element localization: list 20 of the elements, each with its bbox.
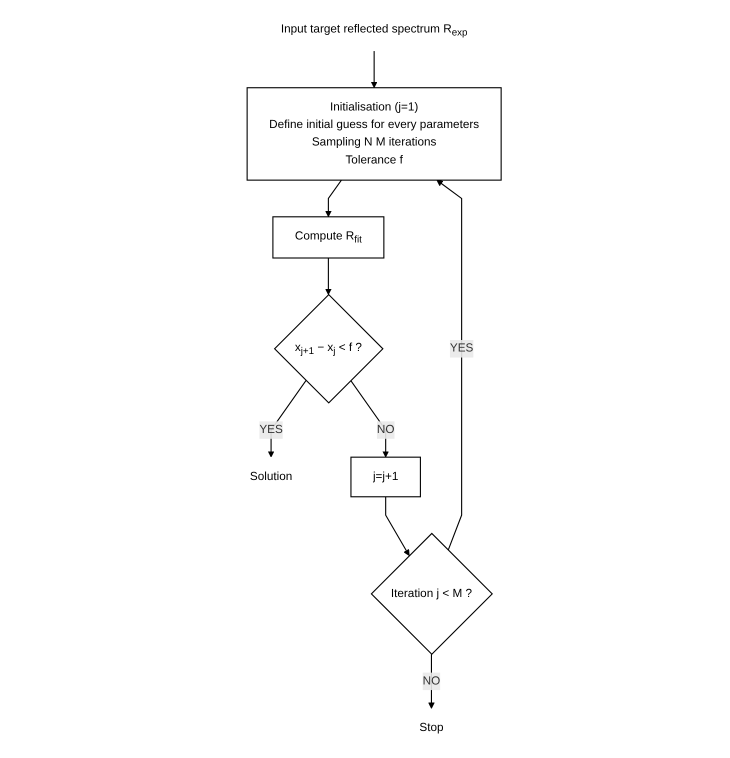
arrow [326,180,342,218]
arrow [326,258,332,295]
arrow [386,496,410,556]
node-text: Input target reflected spectrum R$_{exp}$ [281,23,468,38]
arrow [350,380,390,458]
arrow [371,51,378,88]
node-diamond: x$_{j+1}$ − x$_{j}$ < f ? [274,294,384,404]
node-box: j=j+1 [350,456,422,498]
edge-label: NO [423,674,441,688]
node-diamond: Iteration j < M ? [371,532,494,656]
arrow [268,380,307,458]
node-text: Stop [420,722,444,734]
edge-label: NO [377,423,395,436]
node-box: Initialisation (j=1) Define initial guess for every parameters Sampling N M iterations Tolerance f [247,87,502,181]
node-text: Solution [250,470,293,483]
arrow [436,180,463,550]
arrow [428,654,436,709]
node-box: Compute R$_{fit}$ [272,216,385,259]
edge-label: YES [260,423,284,436]
edge-label: YES [450,342,474,355]
